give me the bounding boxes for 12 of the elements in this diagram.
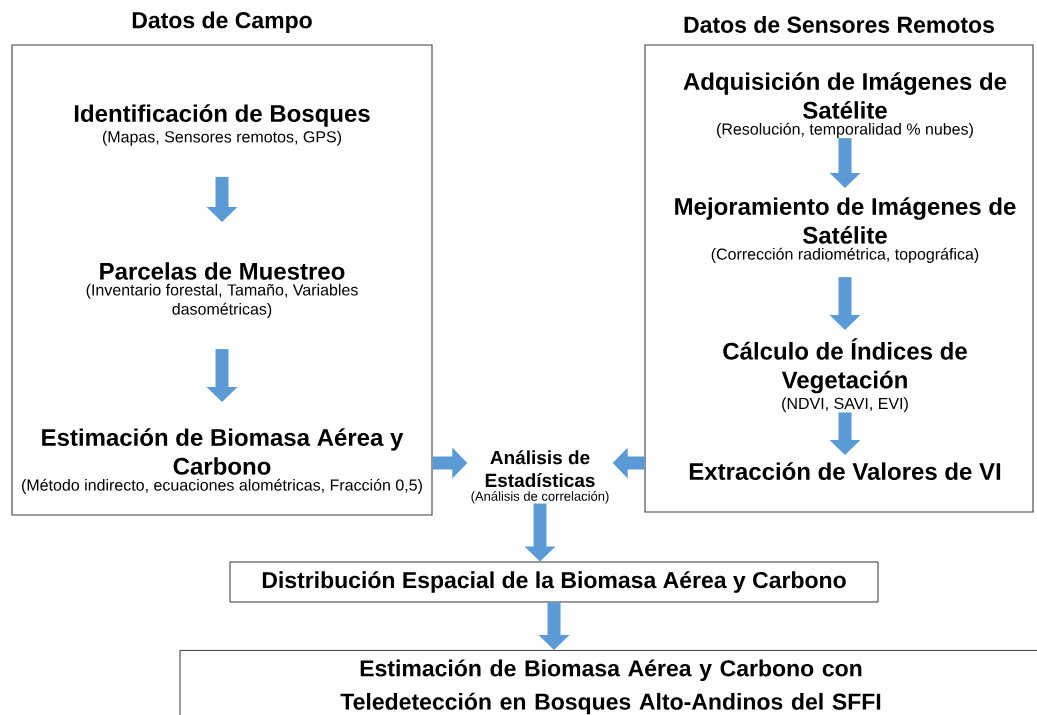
step-text: Parcelas de Muestreo (Inventario forestal, Tamaño, Variables dasométricas): [86, 262, 358, 318]
step-text: Estimación de Biomasa Aérea y Carbono (Método indirecto, ecuaciones alométricas, Fracción 0,5): [22, 428, 422, 494]
step-text: Mejoramiento de Imágenes de Satélite (Corrección radiométrica, topográfica): [675, 197, 1016, 263]
process-box: Distribución Espacial de la Biomasa Aérea y Carbono: [229, 561, 879, 603]
node-label: Datos de Sensores Remotos: [684, 16, 994, 33]
step-text: Extracción de Valores de VI: [689, 462, 1001, 480]
step-text: Adquisición de Imágenes de Satélite (Resolución, temporalidad % nubes): [683, 72, 1007, 138]
node-label: Datos de Campo: [132, 11, 312, 33]
step-text: Identificación de Bosques (Mapas, Sensores remotos, GPS): [74, 104, 370, 146]
result-box: Estimación de Biomasa Aérea y Carbono con Teledetección en Bosques Alto-Andinos del SFFI: [179, 650, 1037, 715]
step-text: Cálculo de Índices de Vegetación (NDVI, SAVI, EVI): [723, 338, 967, 413]
step-text: Análisis de Estadísticas (Análisis de correlación): [471, 450, 609, 504]
